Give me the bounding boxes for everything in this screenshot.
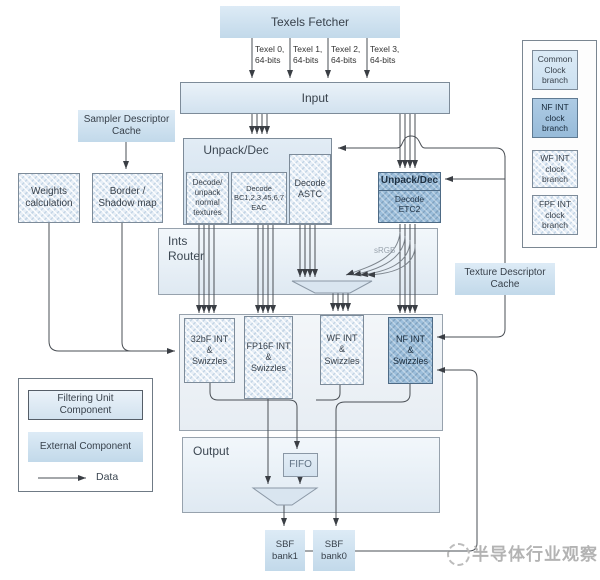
fifo-box: FIFO [283, 453, 318, 477]
texel-label-2: Texel 2, 64-bits [331, 44, 361, 66]
ints-router-container: Ints Router [158, 228, 438, 295]
texel-label-1: Texel 1, 64-bits [293, 44, 323, 66]
decode-etc2-label: Decode ETC2 [379, 189, 440, 215]
swizzle-32bf-box: 32bF INT & Swizzles [184, 318, 235, 383]
swizzle-wf-box: WF INT & Swizzles [320, 315, 364, 385]
texel-label-0: Texel 0, 64-bits [255, 44, 285, 66]
weights-calculation-box: Weights calculation [18, 173, 80, 223]
border-shadow-map-box: Border / Shadow map [92, 173, 163, 223]
srgb-label: sRGB [374, 246, 396, 255]
decode-normal-box: Decode/ unpack normal textures [186, 172, 229, 224]
decode-bc-box: Decode BC1,2,3,45,6,7 EAC [231, 172, 287, 224]
clock-branch-fpf-int: FPF INT clock branch [532, 195, 578, 235]
decode-astc-box: Decode ASTC [289, 154, 331, 224]
clock-branch-common: Common Clock branch [532, 50, 578, 90]
clock-branch-nf-int: NF INT clock branch [532, 98, 578, 138]
clock-branch-wf-int: WF INT clock branch [532, 150, 578, 188]
unpack-dec-etc2-title: Unpack/Dec [380, 175, 439, 186]
output-label: Output [193, 444, 230, 458]
watermark: 半导体行业观察 [472, 545, 598, 564]
ints-router-label: Ints Router [168, 234, 205, 263]
sampler-descriptor-cache-box: Sampler Descriptor Cache [78, 110, 175, 142]
unpack-dec-title: Unpack/Dec [203, 143, 269, 157]
watermark-logo-icon [447, 543, 470, 566]
legend-filtering-unit: Filtering Unit Component [28, 390, 143, 420]
legend-external-component: External Component [28, 432, 143, 462]
swizzle-nf-box: NF INT & Swizzles [388, 317, 433, 384]
input-box: Input [180, 82, 450, 114]
swizzle-fp16f-box: FP16F INT & Swizzles [244, 316, 293, 399]
unpack-dec-etc2-box: Unpack/Dec Decode ETC2 [378, 172, 441, 223]
sbf-bank1-box: SBF bank1 [265, 530, 305, 571]
sbf-bank0-box: SBF bank0 [313, 530, 355, 571]
texture-descriptor-cache-box: Texture Descriptor Cache [455, 263, 555, 295]
texels-fetcher-box: Texels Fetcher [220, 6, 400, 38]
legend-data-label: Data [96, 471, 119, 483]
texel-label-3: Texel 3, 64-bits [370, 44, 400, 66]
